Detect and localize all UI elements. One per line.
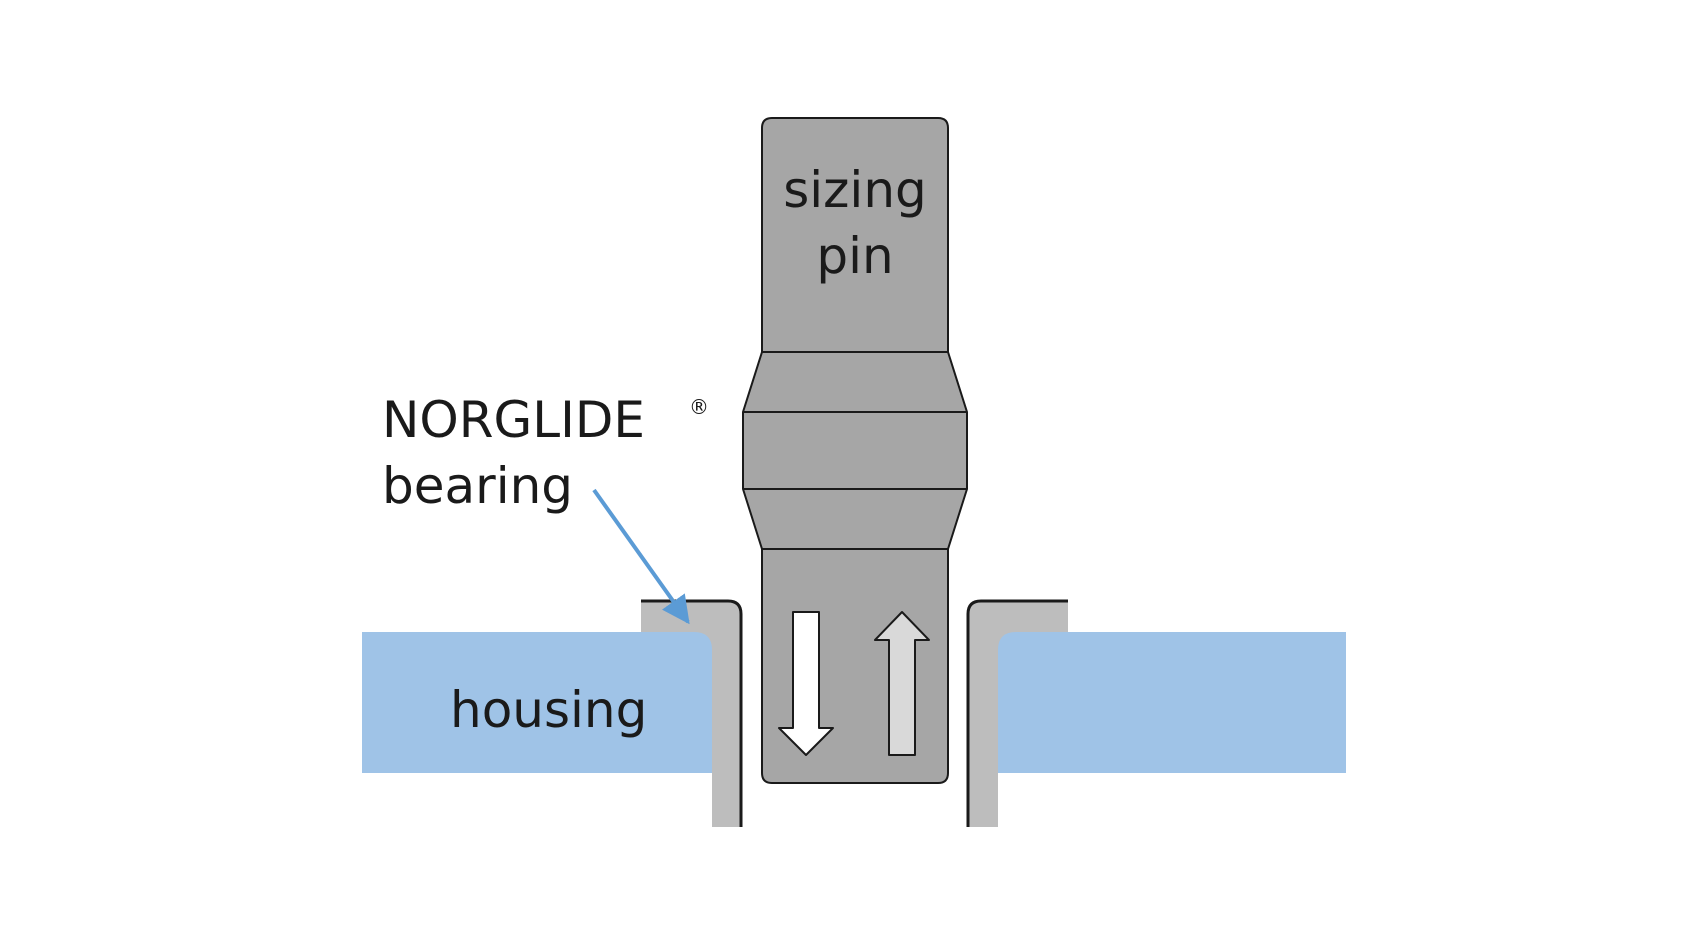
- bearing-right: [968, 600, 1068, 827]
- bearing-right-outline: [966, 599, 1068, 827]
- bearing-label-line2: bearing: [382, 457, 573, 515]
- bearing-label-line1: NORGLIDE: [382, 391, 645, 449]
- pin-label-line2: pin: [816, 227, 893, 285]
- bearing-left: [641, 600, 741, 827]
- bearing-trademark: ®: [689, 395, 709, 419]
- housing-label: housing: [450, 681, 647, 739]
- arrow-down-icon: [778, 611, 834, 756]
- leader-arrow: [592, 488, 690, 625]
- arrow-up-icon: [874, 611, 930, 756]
- housing-left: [362, 632, 712, 773]
- housing-right: [998, 632, 1346, 773]
- pin-label-line1: sizing: [783, 161, 927, 219]
- bearing-left-outline: [641, 599, 743, 827]
